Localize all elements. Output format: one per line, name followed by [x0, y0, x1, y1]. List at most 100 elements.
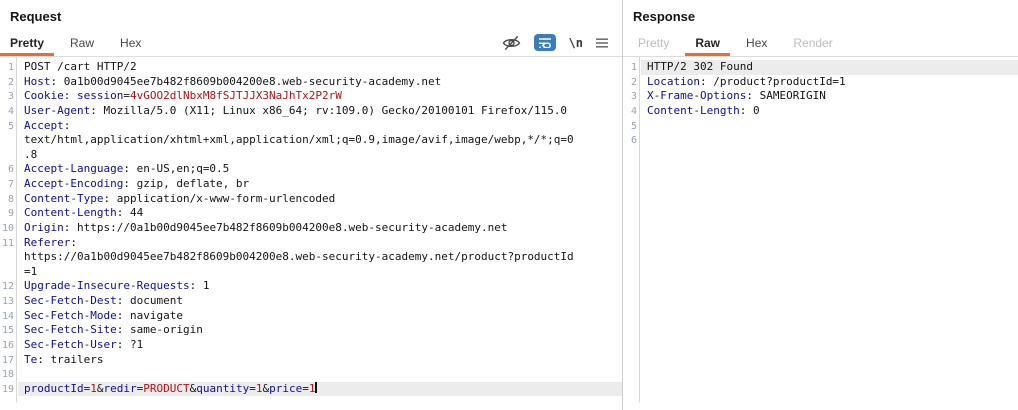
line-number: 1	[630, 62, 637, 73]
request-line-text: Accept:	[24, 118, 71, 132]
nonprintables-icon[interactable]: \n	[568, 35, 583, 50]
response-tab-pretty: Pretty	[638, 36, 670, 50]
gutter-separator	[16, 57, 17, 402]
request-line: 5 Accept:	[0, 119, 622, 134]
request-line-text: Sec-Fetch-User: ?1	[24, 337, 144, 351]
response-tabs: Pretty Raw Hex Render	[628, 37, 849, 56]
request-line-text: https://0a1b00d9045ee7b482f8609b004200e8…	[24, 250, 574, 264]
request-line-text: User-Agent: Mozilla/5.0 (X11; Linux x86_…	[24, 103, 568, 117]
request-line: 4 User-Agent: Mozilla/5.0 (X11; Linux x86…	[0, 104, 622, 119]
request-line-text: Cookie: session=4vGOO2dlNbxM8fSJTJJX3NaJ…	[24, 89, 342, 103]
line-number: 4	[7, 105, 14, 117]
line-number: 11	[1, 237, 14, 249]
response-line-text	[641, 119, 1018, 134]
request-line: 10 Origin: https://0a1b00d9045ee7b482f860…	[0, 221, 622, 236]
request-line-text: Referer:	[24, 235, 77, 249]
line-number: 2	[7, 76, 14, 88]
request-line: 1 POST /cart HTTP/2	[0, 60, 622, 75]
line-number	[0, 250, 15, 265]
request-line: 3 Cookie: session=4vGOO2dlNbxM8fSJTJJX3Na…	[0, 89, 622, 104]
line-number: 9	[7, 208, 14, 220]
line-number: 3	[630, 91, 637, 103]
request-line-text: .8	[24, 147, 38, 161]
request-editor-toolbar: \n	[502, 34, 608, 51]
line-number: 6	[630, 135, 637, 147]
response-line: 6	[623, 133, 1018, 148]
line-number: 14	[1, 310, 14, 322]
response-line-text: X-Frame-Options: SAMEORIGIN	[647, 89, 826, 103]
request-line: 11 Referer:	[0, 236, 622, 251]
request-line-text	[18, 367, 622, 382]
request-tabs: Pretty Raw Hex	[0, 37, 157, 56]
editor-menu-icon[interactable]	[596, 37, 608, 48]
request-tabbar: Pretty Raw Hex \n	[0, 30, 622, 57]
response-line-text: HTTP/2 302 Found	[641, 60, 1018, 75]
line-number: 1	[7, 62, 14, 73]
line-number: 4	[630, 105, 637, 117]
line-number: 10	[1, 222, 14, 234]
response-tab-raw[interactable]: Raw	[685, 37, 731, 56]
line-number: 3	[7, 91, 14, 103]
line-number	[0, 265, 15, 280]
request-editor[interactable]: 1 POST /cart HTTP/2 2 Host: 0a1b00d9045ee7b…	[0, 57, 622, 410]
request-line-text: Content-Length: 44	[24, 206, 144, 220]
response-line: 1 HTTP/2 302 Found	[623, 60, 1018, 75]
request-line: text/html,application/xhtml+xml,applicat…	[0, 133, 622, 148]
request-line-text: Accept-Encoding: gzip, deflate, br	[24, 177, 250, 190]
request-line-text: =1	[24, 264, 38, 278]
text-caret	[315, 381, 318, 393]
response-tabbar: Pretty Raw Hex Render	[623, 30, 1018, 57]
request-line-text: Content-Type: application/x-www-form-url…	[24, 191, 336, 205]
response-line: 4 Content-Length: 0	[623, 104, 1018, 119]
gutter-separator	[639, 57, 640, 402]
response-line: 3 X-Frame-Options: SAMEORIGIN	[623, 89, 1018, 104]
request-line-text: Origin: https://0a1b00d9045ee7b482f8609b…	[24, 220, 508, 234]
request-line: 8 Content-Type: application/x-www-form-ur…	[0, 192, 622, 207]
request-line: 12 Upgrade-Insecure-Requests: 1	[0, 279, 622, 294]
line-number: 18	[1, 369, 14, 381]
line-number: 5	[7, 120, 14, 132]
panel-divider[interactable]	[622, 0, 623, 410]
request-line-text: POST /cart HTTP/2	[24, 60, 137, 73]
response-line: 5	[623, 119, 1018, 134]
request-panel-title: Request	[10, 9, 62, 24]
request-line-text: Te: trailers	[24, 352, 104, 366]
request-line: 19 productId=1&redir=PRODUCT&quantity=1&p…	[0, 381, 622, 397]
request-panel: Request Pretty Raw Hex \n	[0, 9, 622, 410]
hide-eye-icon[interactable]	[502, 35, 521, 51]
request-line-text: Sec-Fetch-Site: same-origin	[24, 323, 203, 337]
response-line-text: Location: /product?productId=1	[647, 74, 846, 88]
response-tab-render: Render	[793, 36, 833, 50]
request-tab-raw[interactable]: Raw	[70, 36, 95, 50]
request-line-text: Sec-Fetch-Dest: document	[24, 294, 183, 307]
request-line-text: Sec-Fetch-Mode: navigate	[24, 308, 183, 322]
request-line: =1	[0, 265, 622, 280]
word-wrap-icon[interactable]	[533, 34, 556, 51]
request-tab-hex[interactable]: Hex	[120, 36, 142, 50]
request-line-text: Host: 0a1b00d9045ee7b482f8609b004200e8.w…	[24, 74, 442, 88]
response-line-text	[641, 133, 1018, 148]
line-number: 12	[1, 281, 14, 293]
response-line-text: Content-Length: 0	[647, 103, 760, 117]
line-number: 15	[1, 325, 14, 337]
request-line-text: Accept-Language: en-US,en;q=0.5	[24, 162, 230, 176]
line-number: 5	[630, 120, 637, 132]
line-number: 6	[7, 164, 14, 176]
line-number	[0, 133, 15, 148]
response-tab-hex[interactable]: Hex	[746, 36, 768, 50]
request-line-text: productId=1&redir=PRODUCT&quantity=1&pri…	[18, 381, 622, 397]
line-number: 19	[1, 383, 14, 395]
request-line-text: Upgrade-Insecure-Requests: 1	[24, 279, 210, 293]
request-line: 6 Accept-Language: en-US,en;q=0.5	[0, 162, 622, 177]
request-line: 18	[0, 367, 622, 382]
request-line: 9 Content-Length: 44	[0, 206, 622, 221]
request-tab-pretty[interactable]: Pretty	[0, 37, 55, 56]
line-number: 8	[7, 193, 14, 205]
